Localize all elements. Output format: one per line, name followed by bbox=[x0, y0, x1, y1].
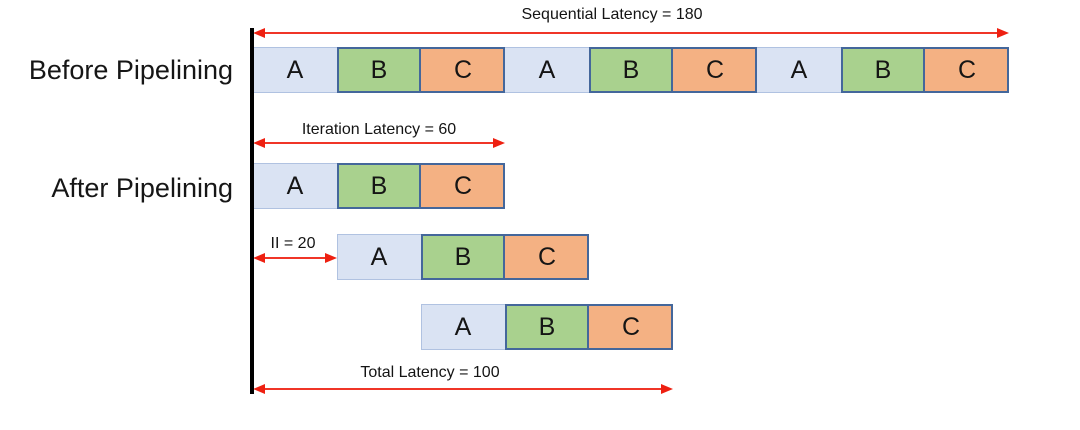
stage-letter-c: C bbox=[537, 242, 557, 271]
after-pipelining-iteration-1-stage-b-1 bbox=[337, 163, 421, 209]
stage-letter-c: C bbox=[453, 55, 473, 84]
stage-letter-b: B bbox=[622, 55, 640, 84]
arrow-shaft bbox=[265, 388, 661, 390]
iteration-latency-label: Iteration Latency = 60 bbox=[301, 121, 457, 138]
initiation-interval-label: II = 20 bbox=[270, 235, 316, 252]
arrowhead-right-icon bbox=[493, 138, 505, 148]
after-pipelining-iteration-1-stage-c-2 bbox=[419, 163, 505, 209]
stage-letter-a: A bbox=[454, 312, 472, 341]
iteration-latency-arrow bbox=[253, 138, 505, 148]
stage-letter-a: A bbox=[790, 55, 808, 84]
arrowhead-left-icon bbox=[253, 384, 265, 394]
arrowhead-left-icon bbox=[253, 253, 265, 263]
stage-letter-c: C bbox=[705, 55, 725, 84]
arrowhead-left-icon bbox=[253, 138, 265, 148]
arrow-shaft bbox=[265, 142, 493, 144]
before-pipelining-label: Before Pipelining bbox=[28, 55, 233, 85]
before-pipelining-row-stage-b-1 bbox=[337, 47, 421, 93]
stage-letter-b: B bbox=[370, 171, 388, 200]
sequential-latency-arrow bbox=[253, 28, 1009, 38]
stage-letter-c: C bbox=[453, 171, 473, 200]
arrow-shaft bbox=[265, 32, 997, 34]
after-pipelining-iteration-2-stage-b-1 bbox=[421, 234, 505, 280]
stage-letter-b: B bbox=[370, 55, 388, 84]
initiation-interval-arrow bbox=[253, 253, 337, 263]
before-pipelining-row-stage-c-5 bbox=[671, 47, 757, 93]
arrowhead-right-icon bbox=[997, 28, 1009, 38]
after-pipelining-iteration-2-stage-c-2 bbox=[503, 234, 589, 280]
stage-letter-b: B bbox=[454, 242, 472, 271]
stage-letter-a: A bbox=[286, 55, 304, 84]
stage-letter-c: C bbox=[957, 55, 977, 84]
arrowhead-right-icon bbox=[325, 253, 337, 263]
total-latency-label: Total Latency = 100 bbox=[360, 364, 500, 381]
before-pipelining-row-stage-b-7 bbox=[841, 47, 925, 93]
stage-letter-a: A bbox=[286, 171, 304, 200]
total-latency-arrow bbox=[253, 384, 673, 394]
stage-letter-a: A bbox=[538, 55, 556, 84]
stage-letter-c: C bbox=[621, 312, 641, 341]
before-pipelining-row-stage-c-8 bbox=[923, 47, 1009, 93]
before-pipelining-row-stage-c-2 bbox=[419, 47, 505, 93]
stage-letter-a: A bbox=[370, 242, 388, 271]
timeline-start-axis bbox=[250, 28, 254, 394]
stage-letter-b: B bbox=[874, 55, 892, 84]
stage-letter-b: B bbox=[538, 312, 556, 341]
arrow-shaft bbox=[265, 257, 325, 259]
after-pipelining-iteration-3-stage-c-2 bbox=[587, 304, 673, 350]
arrowhead-left-icon bbox=[253, 28, 265, 38]
arrowhead-right-icon bbox=[661, 384, 673, 394]
sequential-latency-label: Sequential Latency = 180 bbox=[521, 6, 703, 23]
after-pipelining-label: After Pipelining bbox=[51, 173, 233, 203]
